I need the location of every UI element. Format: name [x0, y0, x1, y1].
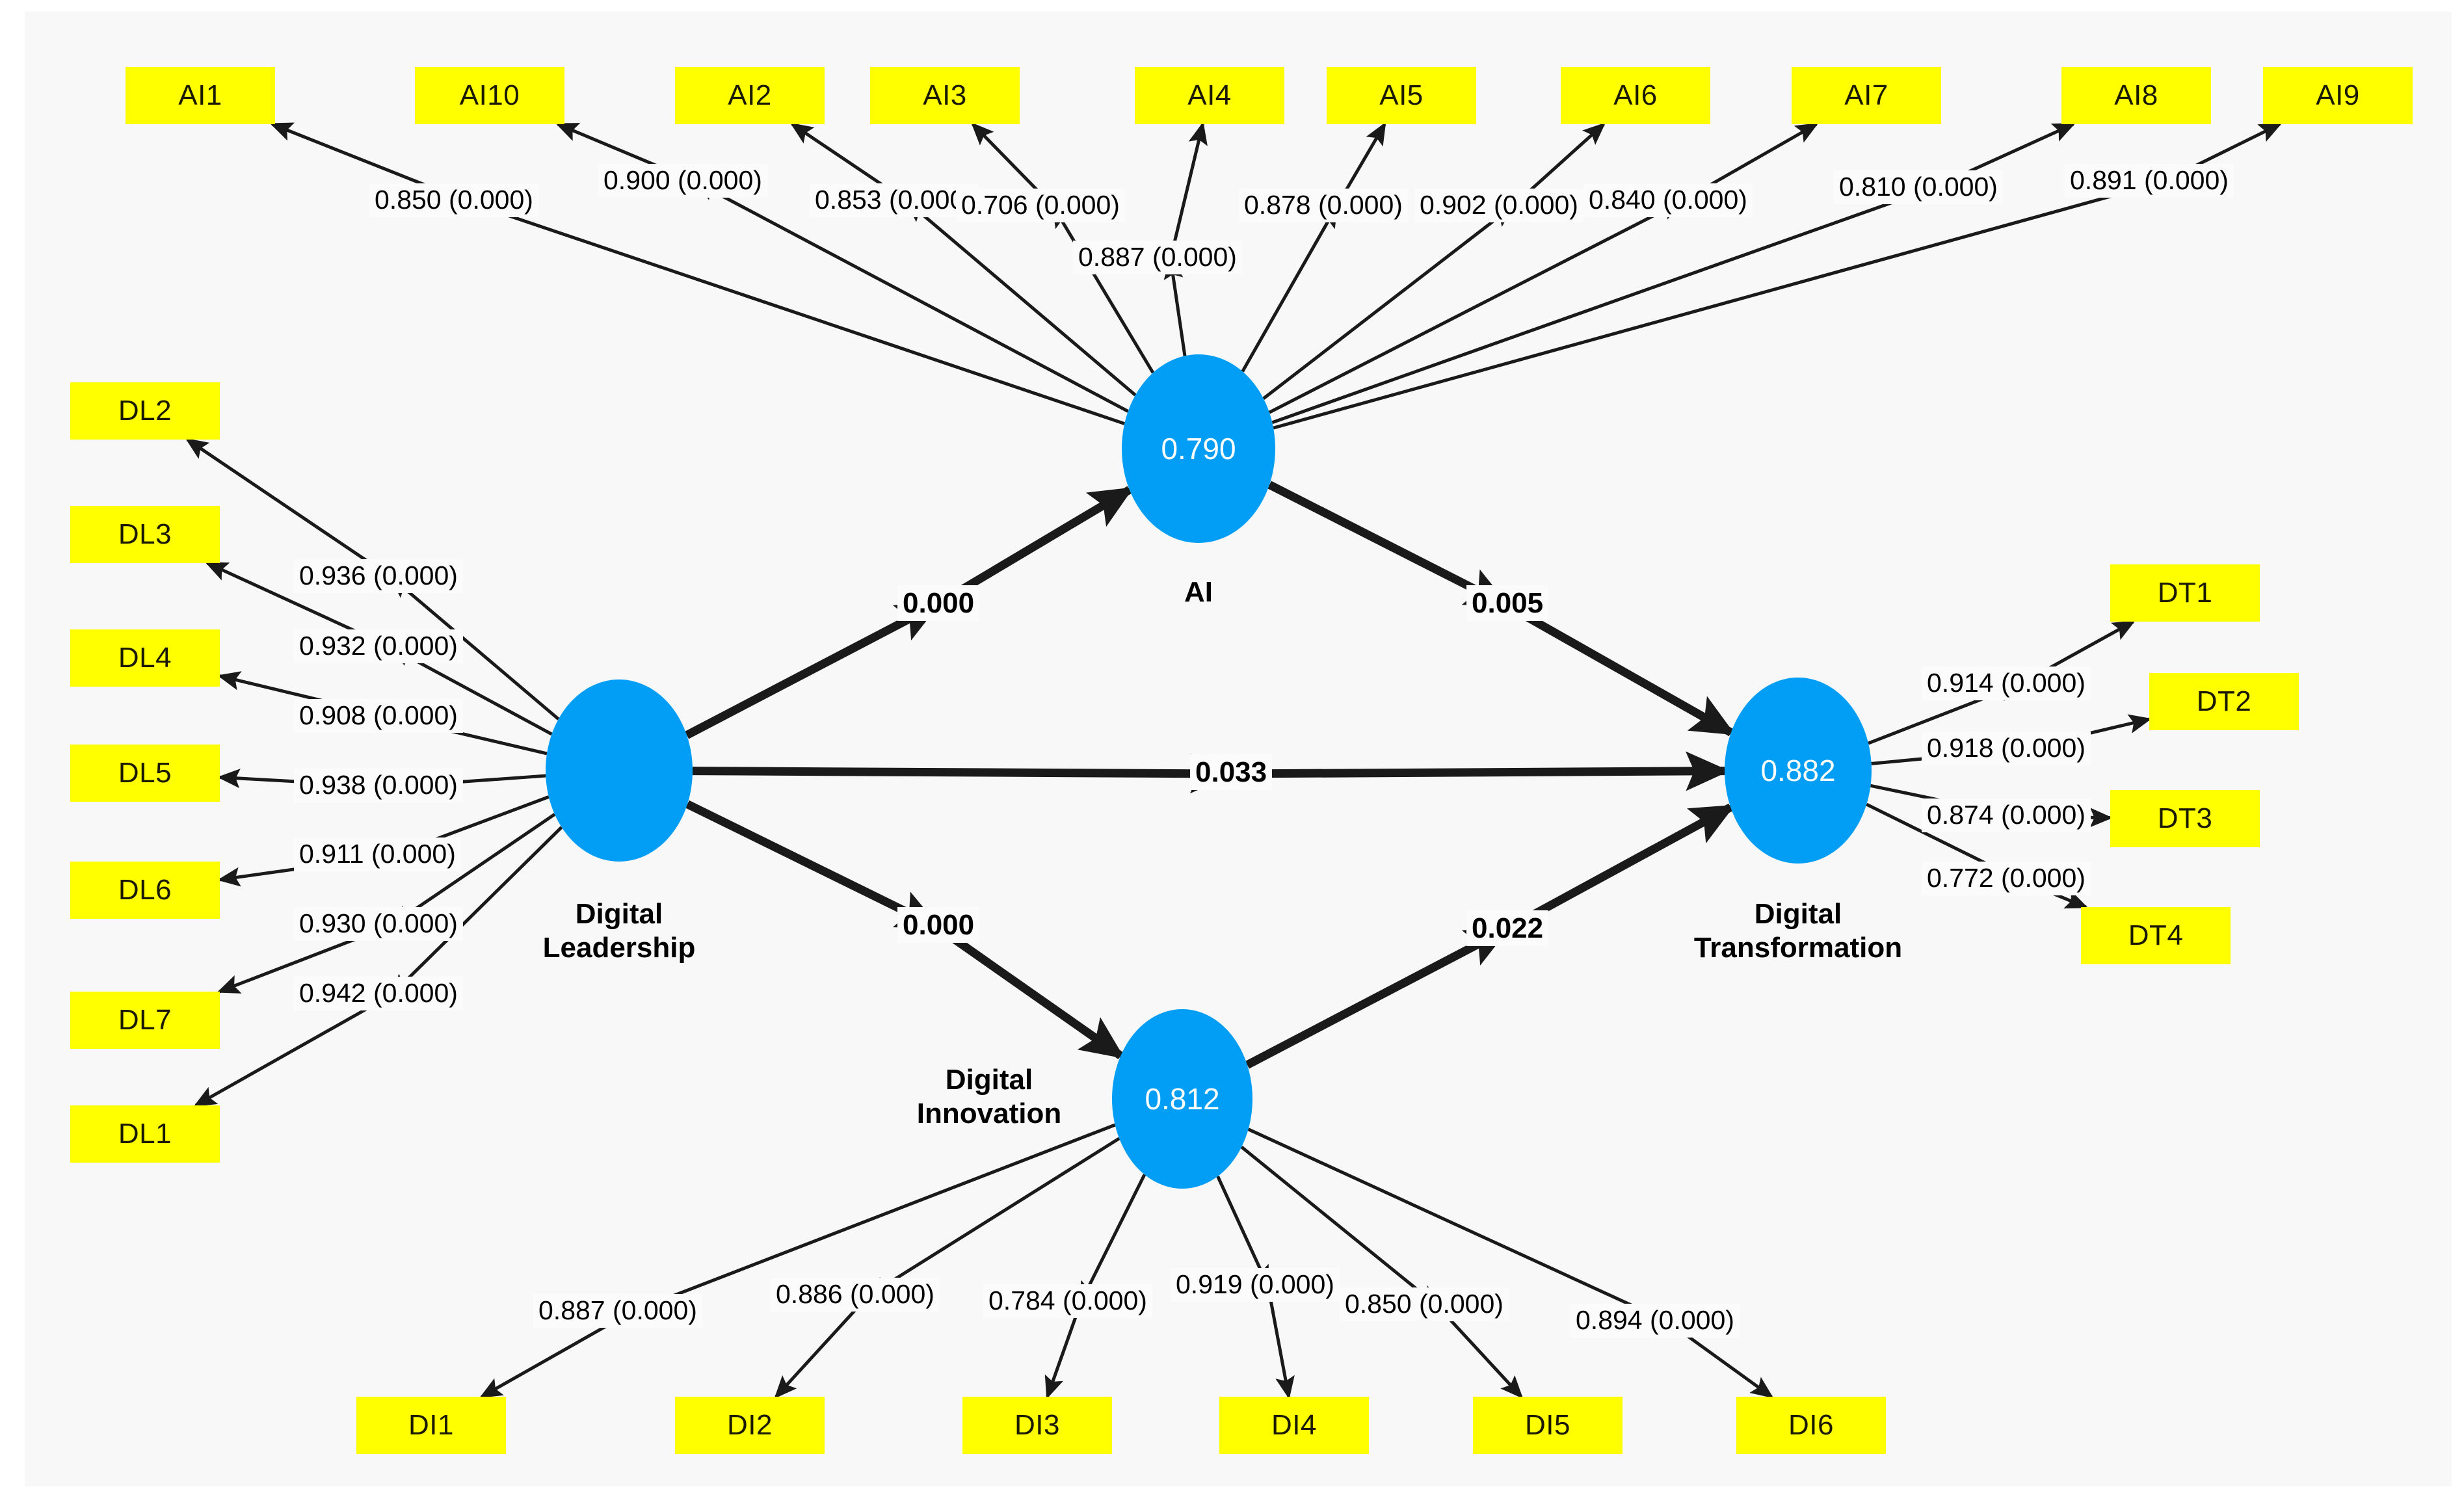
loading-label-dl1: 0.942 (0.000) [294, 977, 463, 1010]
indicator-box-ai5[interactable]: AI5 [1327, 67, 1476, 124]
indicator-box-ai1[interactable]: AI1 [126, 67, 275, 124]
construct-node-dt[interactable]: 0.882 [1725, 678, 1872, 864]
indicator-box-dl1[interactable]: DL1 [70, 1105, 220, 1163]
loading-label-dl5: 0.938 (0.000) [294, 769, 463, 802]
indicator-box-ai3[interactable]: AI3 [870, 67, 1020, 124]
construct-node-di[interactable]: 0.812 [1112, 1009, 1252, 1189]
construct-label-dl: Digital Leadership [542, 898, 696, 964]
loading-label-dt4: 0.772 (0.000) [1922, 862, 2091, 895]
construct-node-dl[interactable] [546, 679, 693, 862]
loading-label-di4: 0.919 (0.000) [1171, 1268, 1340, 1302]
indicator-box-di2[interactable]: DI2 [675, 1397, 825, 1454]
loading-label-ai5: 0.878 (0.000) [1239, 189, 1408, 222]
indicator-box-di6[interactable]: DI6 [1736, 1397, 1886, 1454]
indicator-box-dt3[interactable]: DT3 [2110, 790, 2260, 847]
indicator-box-ai6[interactable]: AI6 [1561, 67, 1710, 124]
loading-label-dl7: 0.930 (0.000) [294, 907, 463, 941]
loading-label-ai4: 0.887 (0.000) [1073, 241, 1242, 274]
loading-label-di2: 0.886 (0.000) [771, 1278, 940, 1312]
indicator-box-ai9[interactable]: AI9 [2263, 67, 2413, 124]
path-coefficient-label: 0.000 [897, 907, 980, 943]
indicator-box-di5[interactable]: DI5 [1473, 1397, 1623, 1454]
indicator-box-di4[interactable]: DI4 [1219, 1397, 1369, 1454]
loading-label-ai10: 0.900 (0.000) [598, 164, 767, 198]
loading-label-di1: 0.887 (0.000) [533, 1294, 702, 1328]
loading-label-di5: 0.850 (0.000) [1340, 1287, 1509, 1321]
loading-label-ai8: 0.810 (0.000) [1834, 170, 2003, 204]
indicator-box-dt2[interactable]: DT2 [2149, 673, 2299, 730]
loading-label-di6: 0.894 (0.000) [1570, 1304, 1740, 1338]
loading-label-ai7: 0.840 (0.000) [1583, 183, 1753, 217]
indicator-box-dt1[interactable]: DT1 [2110, 564, 2260, 622]
construct-label-dt: Digital Transformation [1693, 898, 1903, 964]
loading-label-dl4: 0.908 (0.000) [294, 699, 463, 733]
loading-label-ai6: 0.902 (0.000) [1414, 189, 1583, 222]
indicator-box-di1[interactable]: DI1 [356, 1397, 506, 1454]
indicator-box-ai7[interactable]: AI7 [1792, 67, 1941, 124]
loading-label-di3: 0.784 (0.000) [983, 1284, 1152, 1318]
indicator-box-dl5[interactable]: DL5 [70, 745, 220, 802]
indicator-box-dl6[interactable]: DL6 [70, 862, 220, 919]
loading-label-dl6: 0.911 (0.000) [294, 838, 461, 871]
indicator-box-dl4[interactable]: DL4 [70, 629, 220, 687]
indicator-box-ai4[interactable]: AI4 [1135, 67, 1284, 124]
path-coefficient-label: 0.005 [1466, 585, 1549, 622]
loading-label-dl3: 0.932 (0.000) [294, 629, 463, 663]
loading-label-dt3: 0.874 (0.000) [1922, 798, 2091, 832]
loading-label-ai2: 0.853 (0.000) [810, 183, 979, 217]
loading-label-ai1: 0.850 (0.000) [369, 183, 538, 217]
indicator-box-dl2[interactable]: DL2 [70, 382, 220, 440]
loading-label-dl2: 0.936 (0.000) [294, 559, 463, 593]
path-coefficient-label: 0.033 [1190, 754, 1273, 791]
path-coefficient-label: 0.000 [897, 585, 980, 622]
indicator-box-ai2[interactable]: AI2 [675, 67, 825, 124]
indicator-box-di3[interactable]: DI3 [962, 1397, 1112, 1454]
construct-label-ai: AI [1184, 576, 1213, 608]
loading-label-dt2: 0.918 (0.000) [1922, 732, 2091, 765]
indicator-box-ai10[interactable]: AI10 [415, 67, 564, 124]
loading-label-ai3: 0.706 (0.000) [956, 189, 1125, 222]
indicator-box-dl3[interactable]: DL3 [70, 506, 220, 563]
loading-label-ai9: 0.891 (0.000) [2065, 164, 2234, 198]
indicator-box-dl7[interactable]: DL7 [70, 992, 220, 1049]
path-coefficient-label: 0.022 [1466, 910, 1549, 947]
construct-node-ai[interactable]: 0.790 [1122, 354, 1275, 543]
construct-label-di: Digital Innovation [916, 1064, 1062, 1129]
loading-label-dt1: 0.914 (0.000) [1922, 666, 2091, 700]
indicator-box-dt4[interactable]: DT4 [2081, 907, 2231, 964]
indicator-box-ai8[interactable]: AI8 [2061, 67, 2211, 124]
